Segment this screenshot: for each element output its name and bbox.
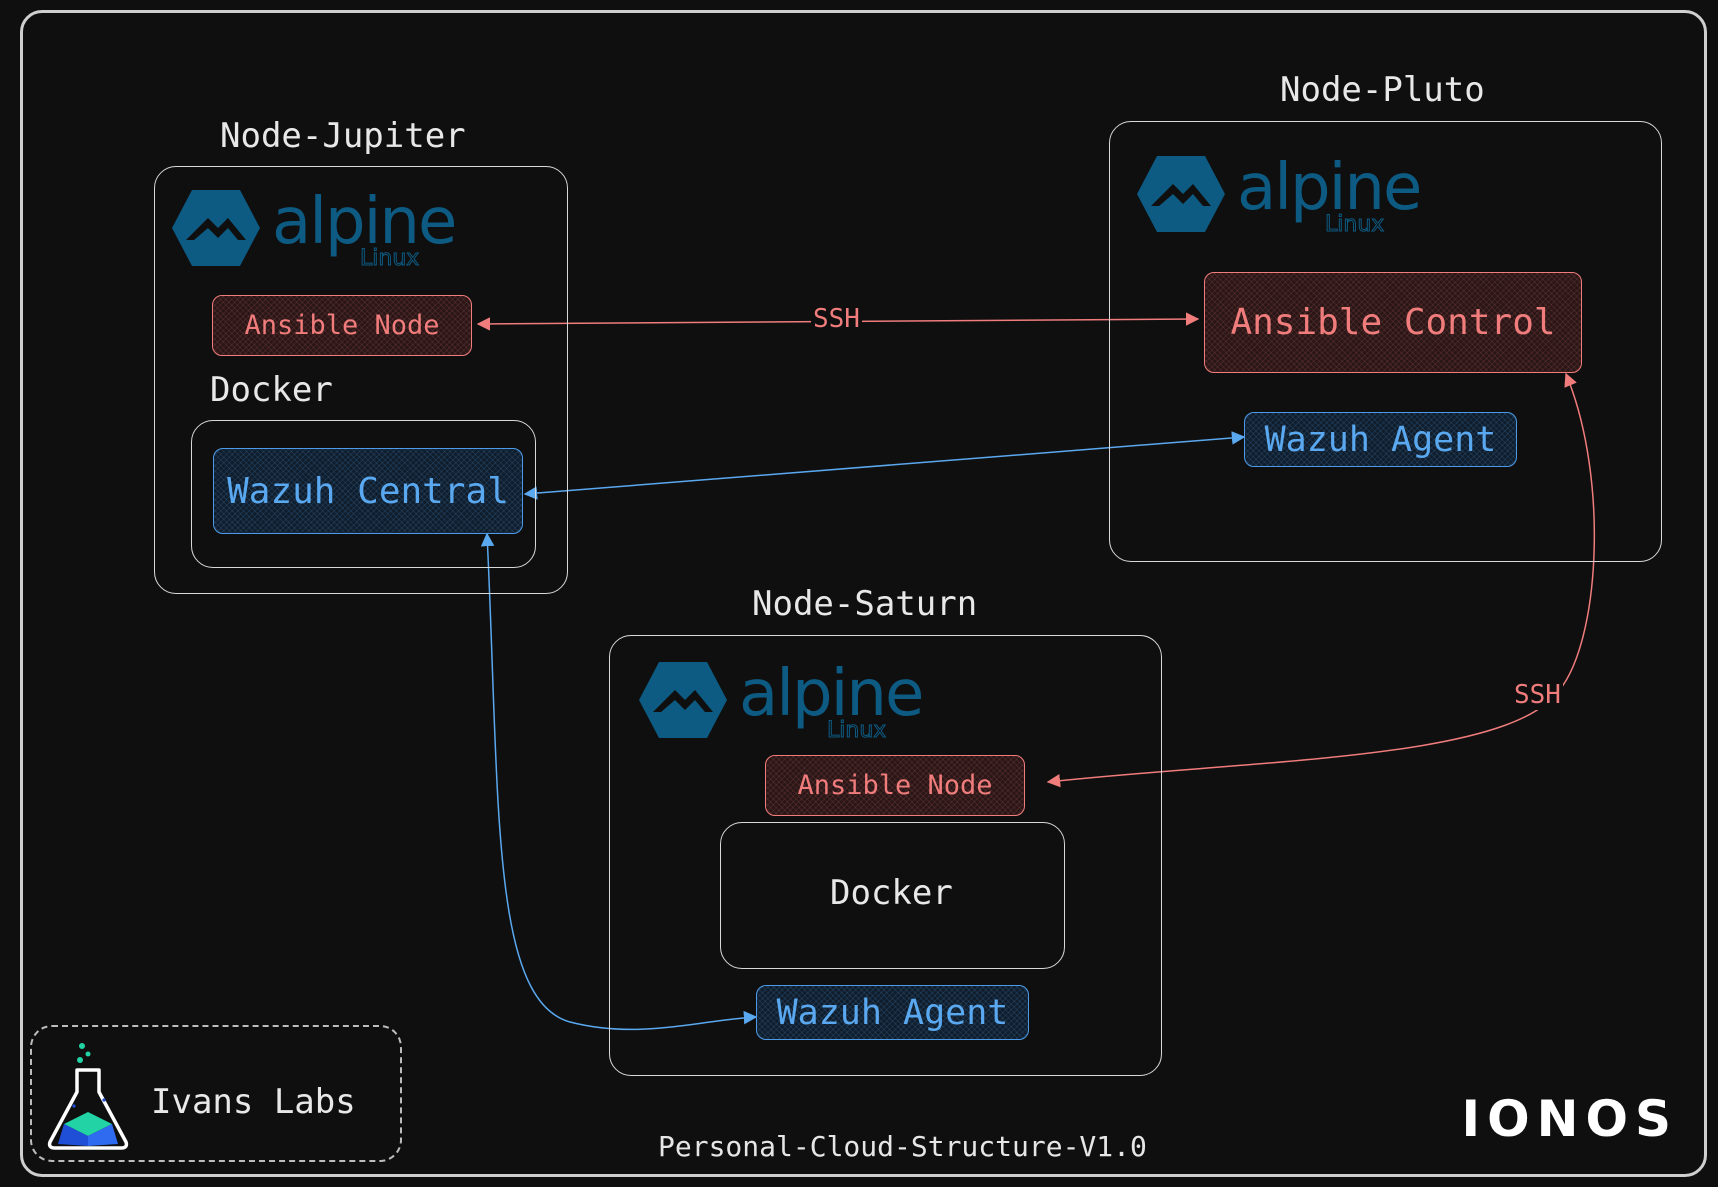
node-jupiter-title: Node-Jupiter xyxy=(220,116,466,156)
jupiter-ansible-node[interactable]: Ansible Node xyxy=(212,295,472,356)
alpine-logo-jupiter: alpine Linux xyxy=(172,185,492,272)
jupiter-wazuh-central[interactable]: Wazuh Central xyxy=(213,448,523,534)
saturn-wazuh-agent[interactable]: Wazuh Agent xyxy=(756,985,1029,1040)
flask-icon xyxy=(44,1040,134,1159)
alpine-sub-wordmark: Linux xyxy=(360,246,419,268)
lab-badge xyxy=(30,1025,402,1162)
node-pluto-box xyxy=(1109,121,1662,562)
node-jupiter-box xyxy=(154,166,568,594)
saturn-docker-box xyxy=(720,822,1065,969)
alpine-wordmark: alpine xyxy=(1237,154,1420,225)
ssh-label-right: SSH xyxy=(1512,680,1563,710)
diagram-frame xyxy=(20,10,1707,1177)
diagram-title: Personal-Cloud-Structure-V1.0 xyxy=(658,1130,1147,1163)
alpine-wordmark: alpine xyxy=(739,660,922,731)
saturn-ansible-node[interactable]: Ansible Node xyxy=(765,755,1025,816)
node-pluto-title: Node-Pluto xyxy=(1280,70,1485,110)
alpine-logo-pluto: alpine Linux xyxy=(1137,151,1457,238)
jupiter-docker-title: Docker xyxy=(210,370,333,410)
pluto-ansible-control[interactable]: Ansible Control xyxy=(1204,272,1582,373)
jupiter-docker-box xyxy=(191,420,536,568)
alpine-logo-saturn: alpine Linux xyxy=(639,657,959,744)
pluto-wazuh-agent[interactable]: Wazuh Agent xyxy=(1244,412,1517,467)
ssh-label-top: SSH xyxy=(811,304,862,334)
ionos-logo: IONOS xyxy=(1461,1090,1678,1148)
node-saturn-box xyxy=(609,635,1162,1076)
node-saturn-title: Node-Saturn xyxy=(752,584,978,624)
lab-name: Ivans Labs xyxy=(151,1082,356,1122)
saturn-docker-label: Docker xyxy=(830,873,953,913)
alpine-sub-wordmark: Linux xyxy=(1325,212,1384,234)
alpine-sub-wordmark: Linux xyxy=(827,718,886,740)
alpine-wordmark: alpine xyxy=(272,188,455,259)
